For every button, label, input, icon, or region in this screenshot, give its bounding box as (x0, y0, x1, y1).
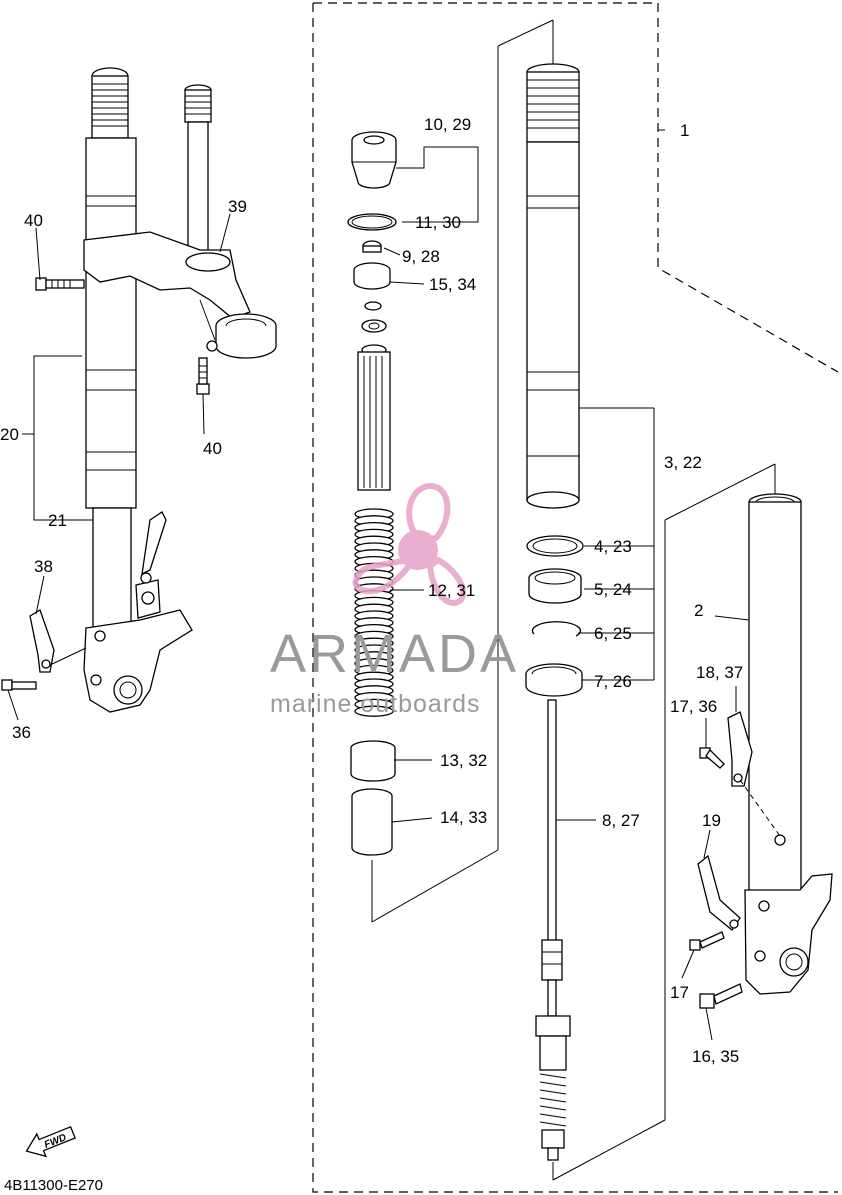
label-part-38: 38 (34, 557, 53, 576)
bolt-17 (689, 931, 725, 951)
outer-tube[interactable] (526, 63, 580, 509)
label-part-16-35: 16, 35 (692, 1047, 739, 1066)
watermark-tagline: marine outboards (270, 690, 481, 718)
bolt-40-lower (196, 357, 210, 395)
steering-stem (184, 84, 212, 253)
label-part-40-bottom: 40 (203, 439, 222, 458)
label-part-1: 1 (680, 121, 689, 140)
label-part-15-34: 15, 34 (429, 275, 476, 294)
label-part-20: 20 (0, 425, 19, 444)
under-bracket (83, 231, 277, 359)
label-part-13-32: 13, 32 (440, 751, 487, 770)
label-part-14-33: 14, 33 (440, 808, 487, 827)
o-ring (347, 213, 397, 231)
guide-bushing (351, 788, 393, 856)
bolt-36 (1, 679, 37, 691)
label-part-40-top: 40 (24, 211, 43, 230)
leader-lines (7, 19, 776, 1181)
bolt-16-35 (699, 983, 743, 1009)
label-part-12-31: 12, 31 (428, 581, 475, 600)
label-part-21: 21 (48, 511, 67, 530)
bolt-17-36 (699, 747, 725, 769)
clip (364, 301, 382, 311)
oil-seal-clip (528, 568, 582, 604)
slide-bushing (350, 740, 396, 782)
propeller-logo-icon (352, 482, 467, 606)
label-part-4-23: 4, 23 (594, 537, 632, 556)
label-part-6-25: 6, 25 (594, 624, 632, 643)
assembled-fork (83, 67, 193, 713)
oil-seal (525, 663, 583, 697)
watermark: ARMADA marine outboards (270, 482, 519, 718)
washer (361, 319, 387, 333)
hose-bracket-18 (727, 711, 781, 837)
label-part-39: 39 (228, 197, 247, 216)
dust-seal (526, 535, 584, 557)
fwd-arrow-icon: FWD (25, 1125, 76, 1158)
label-part-10-29: 10, 29 (424, 115, 471, 134)
watermark-brand: ARMADA (270, 624, 519, 684)
locknut (362, 240, 382, 253)
label-part-17-36: 17, 36 (670, 697, 717, 716)
drawing-code: 4B11300-E270 (4, 1177, 103, 1194)
label-part-36: 36 (12, 723, 31, 742)
cap-bolt (351, 131, 397, 189)
label-part-18-37: 18, 37 (696, 663, 743, 682)
part-labels: 1 10, 29 11, 30 9, 28 15, 34 12, 31 13, … (0, 115, 743, 1066)
fwd-label: FWD (43, 1132, 68, 1151)
spring-coil (354, 705, 394, 717)
hose-bracket-38 (29, 609, 87, 673)
label-part-19: 19 (702, 811, 721, 830)
label-part-9-28: 9, 28 (402, 247, 440, 266)
label-part-7-26: 7, 26 (594, 672, 632, 691)
retaining-clip (531, 621, 582, 637)
hose-bracket-19 (697, 854, 741, 931)
exploded-group-boundary (312, 2, 839, 1193)
label-part-11-30: 11, 30 (415, 213, 461, 232)
fork-spring[interactable] (354, 508, 394, 717)
spacer-tube (357, 344, 391, 491)
label-part-5-24: 5, 24 (594, 580, 632, 599)
damper-rod[interactable] (535, 699, 571, 1161)
bolt-40-upper (35, 277, 85, 291)
inner-tube[interactable] (744, 493, 833, 995)
spring-seat (353, 262, 391, 290)
label-part-3-22: 3, 22 (664, 453, 702, 472)
label-part-2: 2 (694, 601, 703, 620)
label-part-17: 17 (670, 983, 689, 1002)
label-part-8-27: 8, 27 (602, 811, 640, 830)
